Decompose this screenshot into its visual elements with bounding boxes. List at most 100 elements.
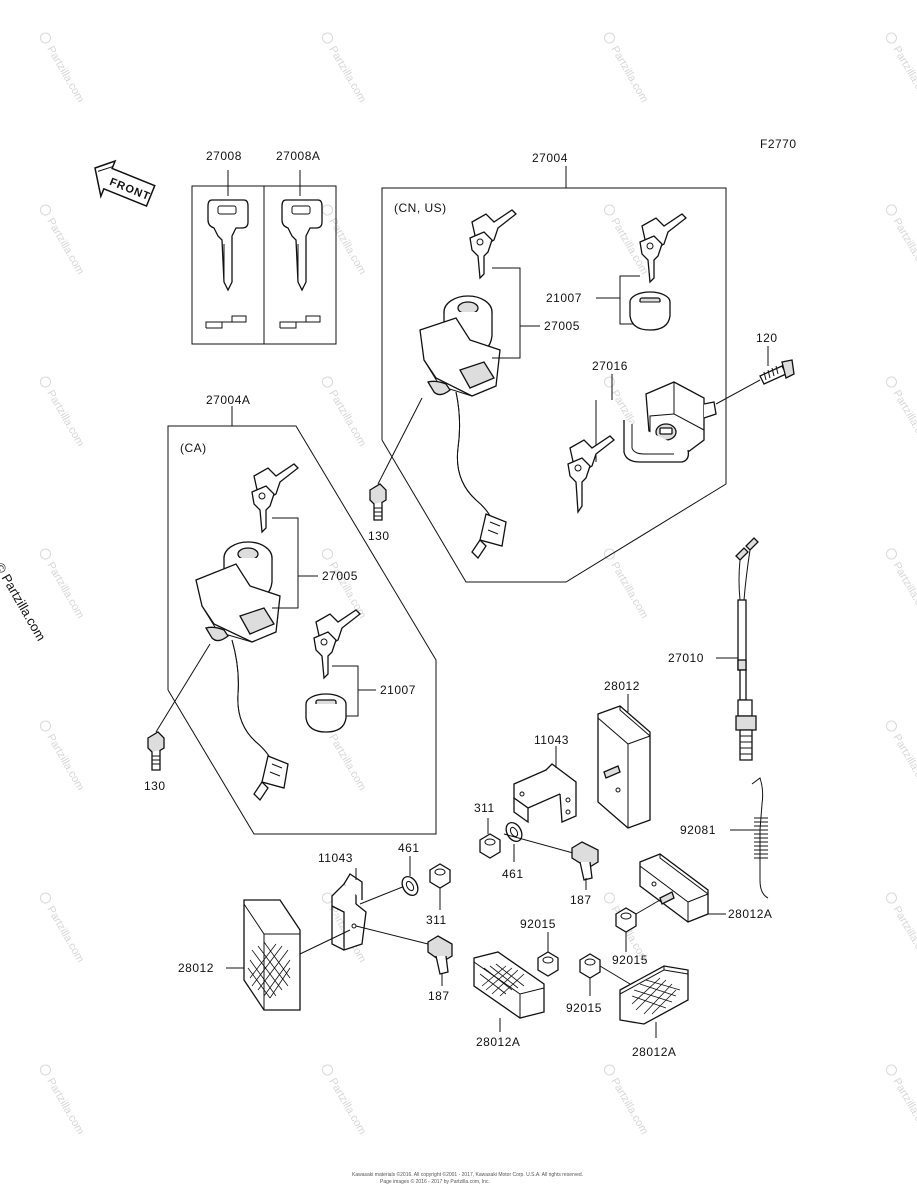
watermark: Partzilla.com — [885, 204, 917, 277]
label-11043-top: 11043 — [534, 733, 569, 747]
nut-311-top: 311 — [474, 801, 501, 859]
watermark: Partzilla.com — [39, 376, 86, 449]
bracket-11043-top: 11043 — [513, 733, 577, 824]
watermark: Partzilla.com — [603, 204, 650, 277]
label-27005-top: 27005 — [544, 319, 580, 333]
watermark: Partzilla.com — [885, 892, 917, 965]
watermark: Partzilla.com — [321, 1064, 368, 1137]
label-27005-bottom: 27005 — [322, 569, 358, 583]
label-21007-top: 21007 — [546, 291, 582, 305]
watermark: Partzilla.com — [39, 32, 86, 105]
watermark: Partzilla.com — [39, 204, 86, 277]
watermark: Partzilla.com — [321, 204, 368, 277]
svg-text:Partzilla.com: Partzilla.com — [326, 44, 368, 105]
svg-text:Partzilla.com: Partzilla.com — [890, 904, 917, 965]
watermark: Partzilla.com — [603, 548, 650, 621]
key-pair-icon — [251, 463, 299, 534]
svg-text:Partzilla.com: Partzilla.com — [890, 732, 917, 793]
pad-28012-top: 28012 — [597, 679, 651, 829]
seat-lock-bracket-icon — [623, 381, 717, 463]
label-92015-b: 92015 — [520, 917, 556, 931]
svg-text:Partzilla.com: Partzilla.com — [44, 904, 86, 965]
nut-311-left: 311 — [426, 863, 451, 927]
label-92081: 92081 — [680, 823, 716, 837]
svg-text:Partzilla.com: Partzilla.com — [608, 44, 650, 105]
watermark: Partzilla.com — [603, 32, 650, 105]
svg-text:Partzilla.com: Partzilla.com — [890, 560, 917, 621]
key-profile-icon — [205, 315, 247, 329]
svg-text:Partzilla.com: Partzilla.com — [44, 388, 86, 449]
washer-461-top: 461 — [502, 822, 523, 881]
watermark: Partzilla.com — [885, 1064, 917, 1137]
key-icon — [281, 199, 323, 292]
reflector-pattern-icon — [247, 941, 291, 999]
label-28012a-bottom: 28012A — [632, 1045, 676, 1059]
label-28012-top: 28012 — [604, 679, 640, 693]
key-pair-icon — [639, 213, 687, 284]
bolt-130-icon — [369, 483, 387, 521]
watermark: Partzilla.com — [885, 548, 917, 621]
svg-text:Partzilla.com: Partzilla.com — [44, 44, 86, 105]
bolt-120-icon — [759, 359, 795, 385]
label-21007-bottom: 21007 — [380, 683, 416, 697]
bracket-11043-left: 11043 — [318, 851, 367, 951]
label-28012a-mid: 28012A — [476, 1035, 520, 1049]
watermark: Partzilla.com — [885, 720, 917, 793]
label-27016: 27016 — [592, 359, 628, 373]
key-set-box: 27008 27008A — [191, 149, 337, 345]
label-187-bottom: 187 — [428, 989, 450, 1003]
lock-cylinder-icon — [629, 291, 671, 331]
figure-code: F2770 — [760, 137, 797, 151]
label-92015-c: 92015 — [566, 1001, 602, 1015]
label-130-bottom: 130 — [144, 779, 166, 793]
label-27004: 27004 — [532, 151, 568, 165]
watermark: Partzilla.com — [39, 548, 86, 621]
group-cn-us: (CN, US) — [394, 201, 447, 215]
nut-92015-right: 92015 — [612, 899, 661, 967]
front-arrow-icon: FRONT — [94, 159, 156, 208]
bolt-130-icon — [147, 731, 165, 771]
watermark: Partzilla.com — [321, 376, 368, 449]
assembly-27004a-ca: 27004A (CA) 27005 — [144, 393, 437, 835]
label-27008: 27008 — [206, 149, 242, 163]
footer-copyright: Kawasaki materials ©2016. All copyright … — [352, 1171, 583, 1178]
bolt-187-left: 187 — [427, 935, 453, 1003]
footer-credit: Page images © 2016 - 2017 by Partzilla.c… — [380, 1178, 490, 1185]
label-461-bottom: 461 — [398, 841, 420, 855]
svg-text:Partzilla.com: Partzilla.com — [44, 1076, 86, 1137]
watermark: Partzilla.com — [39, 1064, 86, 1137]
svg-text:Partzilla.com: Partzilla.com — [44, 560, 86, 621]
svg-text:Partzilla.com: Partzilla.com — [44, 732, 86, 793]
assembly-27004-cn-us: 27004 (CN, US) 27005 — [368, 151, 795, 583]
watermark: Partzilla.com — [885, 32, 917, 105]
watermark: Partzilla.com — [885, 376, 917, 449]
watermark: Partzilla.com — [39, 720, 86, 793]
label-11043-left: 11043 — [318, 851, 353, 865]
ignition-switch-icon — [419, 295, 507, 560]
ignition-switch-icon — [195, 541, 289, 802]
label-311-bottom: 311 — [426, 913, 447, 927]
svg-text:Partzilla.com: Partzilla.com — [326, 1076, 368, 1137]
svg-text:Partzilla.com: Partzilla.com — [608, 560, 650, 621]
spring-92081: 92081 — [680, 777, 769, 899]
nut-92015-mid: 92015 — [520, 917, 559, 977]
watermark: Partzilla.com — [603, 1064, 650, 1137]
washer-461-left: 461 — [398, 841, 420, 896]
label-187-top: 187 — [570, 893, 592, 907]
svg-text:Partzilla.com: Partzilla.com — [608, 1076, 650, 1137]
reflector-28012a-bottom: 28012A — [619, 965, 689, 1059]
label-27004a: 27004A — [206, 393, 250, 407]
svg-text:Partzilla.com: Partzilla.com — [326, 388, 368, 449]
svg-text:Partzilla.com: Partzilla.com — [326, 216, 368, 277]
group-ca: (CA) — [180, 441, 207, 455]
label-27008a: 27008A — [276, 149, 320, 163]
svg-text:Partzilla.com: Partzilla.com — [890, 388, 917, 449]
key-profile-icon — [279, 315, 321, 329]
svg-text:Partzilla.com: Partzilla.com — [890, 216, 917, 277]
nut-92015-bottom: 92015 — [566, 953, 631, 1015]
reflector-28012-left: 28012 — [178, 899, 301, 1011]
watermark: Partzilla.com — [321, 32, 368, 105]
label-27010: 27010 — [668, 651, 704, 665]
label-120: 120 — [756, 331, 778, 345]
